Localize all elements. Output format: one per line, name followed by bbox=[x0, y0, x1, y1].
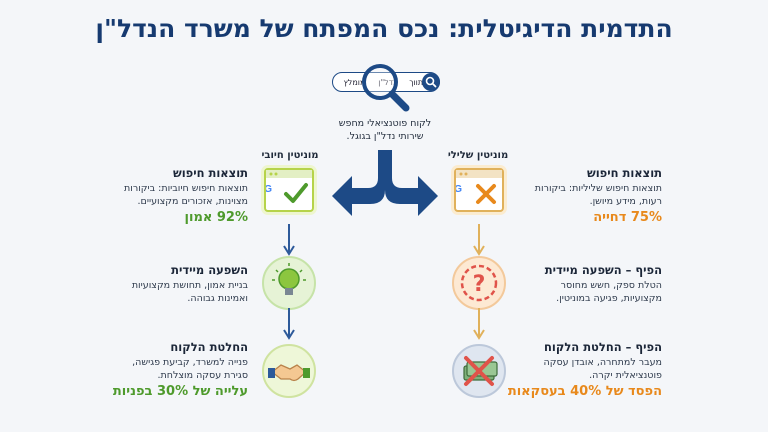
page-title: התדמית הדיגיטלית: נכס המפתח של משרד הנדל… bbox=[95, 14, 673, 43]
google-check-icon: G bbox=[266, 170, 312, 203]
positive-decision-block: החלטת הלקוח פנייה למשרד, קביעת פגישה,סגי… bbox=[96, 340, 248, 382]
negative-decision-block: הפיף – החלטת הלקוח מעבר למתחרה, אובדן עס… bbox=[512, 340, 662, 382]
negative-decision-title: הפיף – החלטת הלקוח bbox=[544, 340, 662, 354]
negative-search-card: G bbox=[454, 168, 504, 212]
question-mark-circle: ? bbox=[452, 256, 506, 310]
search-bar[interactable]: מתווך נדל"ן מומלץ bbox=[332, 72, 440, 92]
search-token-2: נדל"ן bbox=[378, 78, 396, 87]
positive-decision-stat: עלייה של 30% בפניות bbox=[112, 384, 248, 399]
svg-text:G: G bbox=[266, 184, 272, 195]
arrow-down-icon bbox=[283, 308, 295, 340]
lightbulb-circle bbox=[262, 256, 316, 310]
arrow-down-icon bbox=[473, 224, 485, 256]
positive-results-block: תוצאות חיפוש תוצאות חיפוש חיוביות: ביקור… bbox=[96, 166, 248, 208]
handshake-circle bbox=[262, 344, 316, 398]
positive-decision-text: פנייה למשרד, קביעת פגישה,סגירת עסקה מוצל… bbox=[132, 357, 248, 381]
handshake-icon bbox=[268, 364, 310, 382]
crossed-money-icon bbox=[463, 356, 498, 386]
search-token-3: מומלץ bbox=[343, 77, 366, 87]
positive-results-stat: 92% אמון bbox=[184, 210, 248, 225]
positive-results-title: תוצאות חיפוש bbox=[172, 166, 248, 180]
search-token-1: מתווך bbox=[409, 77, 429, 87]
positive-search-card: G bbox=[264, 168, 314, 212]
question-mark-icon: ? bbox=[460, 264, 498, 302]
positive-impact-title: השפעה מיידית bbox=[171, 263, 248, 277]
money-circle bbox=[452, 344, 506, 398]
lightbulb-icon bbox=[272, 263, 306, 295]
search-icon bbox=[425, 76, 437, 88]
arrow-down-icon bbox=[283, 224, 295, 256]
svg-text:?: ? bbox=[473, 272, 486, 297]
negative-column-label: מוניטין שלילי bbox=[447, 150, 509, 161]
positive-decision-title: החלטת הלקוח bbox=[170, 340, 248, 354]
negative-impact-title: הפיף – השפעה מיידית bbox=[544, 263, 662, 277]
positive-column-label: מוניטין חיובי bbox=[261, 150, 319, 161]
google-x-icon: G bbox=[456, 170, 502, 204]
search-caption: לקוח פוטנציאלי מחפש שירותי נדל"ן בגוגל. bbox=[338, 118, 432, 142]
negative-results-title: תוצאות חיפוש bbox=[586, 166, 662, 180]
negative-results-block: תוצאות חיפוש תוצאות חיפוש שליליות: ביקור… bbox=[512, 166, 662, 208]
arrow-down-icon bbox=[473, 308, 485, 340]
negative-decision-stat: הפסד של 40% בעסקאות bbox=[507, 384, 662, 399]
magnifier-icon bbox=[362, 64, 410, 112]
search-button[interactable] bbox=[422, 73, 440, 91]
svg-text:G: G bbox=[456, 184, 462, 195]
negative-results-stat: 75% דחייה bbox=[593, 210, 662, 225]
split-arrow-icon bbox=[332, 150, 438, 216]
